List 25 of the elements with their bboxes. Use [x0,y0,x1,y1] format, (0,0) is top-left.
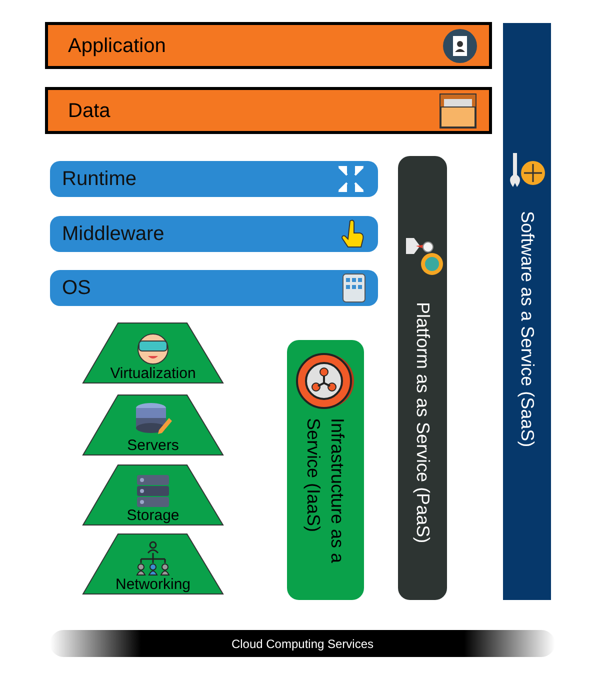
layer-label: Virtualization [110,366,196,381]
layer-label: Storage [126,508,180,523]
layer-label: Servers [127,438,179,453]
layer-label: Middleware [62,222,166,247]
trapezoid-layer [82,533,224,595]
service-column [287,340,364,600]
layer-bar [50,216,378,252]
layer-label: Runtime [62,167,138,192]
trapezoid-layer [82,394,224,456]
layer-label: Networking [115,577,191,592]
service-column [503,23,551,600]
title-text: Cloud Computing Services [231,636,374,652]
stack-layer-bar [45,22,492,69]
service-label: Platform as as Service (PaaS) [412,302,434,544]
service-label: Software as a Service (SaaS) [516,211,538,448]
layer-label: OS [62,276,92,301]
layer-bar [50,270,378,306]
trapezoid-layer [82,322,224,384]
trapezoid-layer [82,464,224,526]
service-column [398,156,447,600]
layer-label: Application [68,34,167,58]
layer-bar [50,161,378,197]
stack-layer-bar [45,87,492,134]
service-label: Infrastructure as a Service (IaaS) [302,418,348,566]
layer-label: Data [68,98,112,124]
